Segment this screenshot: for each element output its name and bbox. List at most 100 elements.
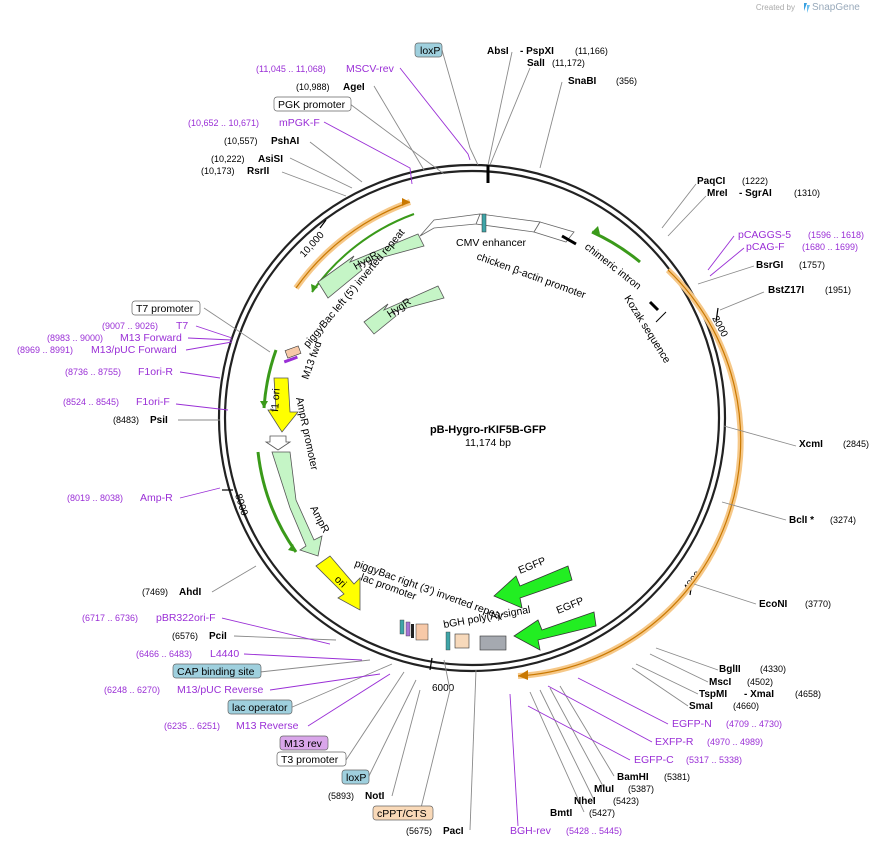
label-lacop: lac operator	[232, 702, 288, 714]
label-f1orir-pos: (8736 .. 8755)	[65, 367, 121, 377]
label-cppt: cPPT/CTS	[377, 808, 427, 820]
site-labels: loxP AbsI - PspXI (11,166) SalI (11,172)…	[17, 42, 869, 837]
label-f1orif: F1ori-F	[136, 396, 170, 408]
label-rsrii-pos: (10,173)	[201, 166, 235, 176]
label-mpgkf: mPGK-F	[279, 117, 320, 129]
hygr-arrow-2	[363, 285, 445, 335]
label-amprp-pos: (8019 .. 8038)	[67, 493, 123, 503]
ori-shape	[315, 555, 361, 611]
label-smai: SmaI	[689, 701, 713, 712]
label-t7prom: T7 promoter	[136, 303, 194, 315]
egfp-arrow-2	[513, 611, 597, 651]
feature-cmv: CMV enhancer	[456, 237, 527, 249]
label-pshai-pos: (10,557)	[224, 136, 258, 146]
snapgene-logo-icon	[804, 3, 810, 13]
label-agei: AgeI	[343, 82, 365, 93]
label-egfpr: EXFP-R	[655, 736, 694, 748]
label-pspxi: - PspXI	[520, 46, 554, 57]
watermark-text: Created by	[756, 3, 795, 12]
snapgene-brand: SnapGene	[812, 2, 860, 13]
label-ahdi: AhdI	[179, 587, 201, 598]
label-paci-pos: (5675)	[406, 826, 432, 836]
label-bcli: BclI *	[789, 515, 814, 526]
label-m13pucrev-pos: (6248 .. 6270)	[104, 685, 160, 695]
loxp-box-2	[341, 769, 370, 785]
label-mlui-pos: (5387)	[628, 784, 654, 794]
label-noti-pos: (5893)	[328, 791, 354, 801]
label-sali: SalI	[527, 58, 545, 69]
label-pshai: PshAI	[271, 136, 300, 147]
loxp-box-1	[414, 42, 443, 58]
label-msci: MscI	[709, 677, 731, 688]
label-psii: PsiI	[150, 415, 168, 426]
feature-m13fwd: M13 fwd	[300, 339, 325, 381]
label-m13rev: M13 rev	[284, 738, 323, 750]
label-sali-pos: (11,172)	[552, 58, 585, 68]
label-bglii: BglII	[719, 664, 741, 675]
label-m13reverse: M13 Reverse	[236, 720, 299, 732]
label-xmai-pos: (4658)	[795, 689, 821, 699]
t7prom-box	[131, 300, 201, 316]
label-m13fwd: M13 Forward	[120, 332, 182, 344]
label-bsrgi: BsrGI	[756, 260, 783, 271]
label-econi: EcoNI	[759, 599, 788, 610]
plasmid-name: pB-Hygro-rKIF5B-GFP	[430, 424, 546, 436]
feature-shapes	[264, 213, 667, 651]
label-asisi-pos: (10,222)	[211, 154, 245, 164]
backbone	[217, 163, 727, 673]
label-bsrgi-pos: (1757)	[799, 260, 825, 270]
label-ahdi-pos: (7469)	[142, 587, 168, 597]
label-bmti-pos: (5427)	[589, 808, 615, 818]
label-pbr322-pos: (6717 .. 6736)	[82, 613, 138, 623]
label-bghrev: BGH-rev	[510, 825, 552, 837]
egfp-arrow-1	[493, 565, 573, 609]
label-pbr322: pBR322ori-F	[156, 612, 216, 624]
label-egfpc: EGFP-C	[634, 754, 674, 766]
label-mlui: MluI	[594, 784, 614, 795]
plasmid-size: 11,174 bp	[465, 437, 511, 449]
label-m13pucfwd: M13/pUC Forward	[91, 344, 177, 356]
ruler-6000: 6000	[432, 683, 455, 694]
label-f1orir: F1ori-R	[138, 366, 173, 378]
label-pcii: PciI	[209, 631, 227, 642]
hygr-arrow-1	[317, 233, 425, 299]
label-absi: AbsI	[487, 46, 509, 57]
primer-lines	[175, 67, 745, 827]
label-xmai: - XmaI	[744, 689, 774, 700]
label-msci-pos: (4502)	[747, 677, 773, 687]
label-egfpc-pos: (5317 .. 5338)	[686, 755, 742, 765]
label-loxp-1: loxP	[420, 45, 440, 57]
label-pgkprom: PGK promoter	[278, 99, 346, 111]
feature-egfp-1: EGFP	[517, 555, 548, 577]
feature-intron: chimeric intron	[582, 241, 643, 293]
label-loxp-2: loxP	[346, 772, 366, 784]
t3-box	[276, 751, 347, 767]
label-l4440-pos: (6466 .. 6483)	[136, 649, 192, 659]
label-smai-pos: (4660)	[733, 701, 759, 711]
label-m13pucrev: M13/pUC Reverse	[177, 684, 264, 696]
label-egfpr-pos: (4970 .. 4989)	[707, 737, 763, 747]
label-l4440: L4440	[210, 648, 239, 660]
label-bglii-pos: (4330)	[760, 664, 786, 674]
feature-ampr: AmpR	[307, 504, 331, 536]
label-nhei: NheI	[574, 796, 596, 807]
label-m13pucfwd-pos: (8969 .. 8991)	[17, 345, 73, 355]
feature-cba: chicken β-actin promoter	[475, 251, 588, 302]
f1-ori-shape	[267, 377, 299, 433]
label-mrei: MreI	[707, 188, 728, 199]
label-pspxi-pos: (11,166)	[575, 46, 608, 56]
label-egfpn: EGFP-N	[672, 718, 712, 730]
label-pcagf-pos: (1680 .. 1699)	[802, 242, 858, 252]
cap-box	[172, 663, 262, 679]
label-rsrii: RsrII	[247, 166, 269, 177]
cppt-box	[372, 805, 434, 821]
m13rev-box	[279, 735, 329, 751]
label-snabi-pos: (356)	[616, 76, 637, 86]
feature-egfp-2: EGFP	[555, 595, 586, 617]
label-xcmi: XcmI	[799, 439, 823, 450]
label-t3: T3 promoter	[281, 754, 339, 766]
label-mscvrev: MSCV-rev	[346, 63, 395, 75]
label-asisi: AsiSI	[258, 154, 283, 165]
label-pcii-pos: (6576)	[172, 631, 198, 641]
